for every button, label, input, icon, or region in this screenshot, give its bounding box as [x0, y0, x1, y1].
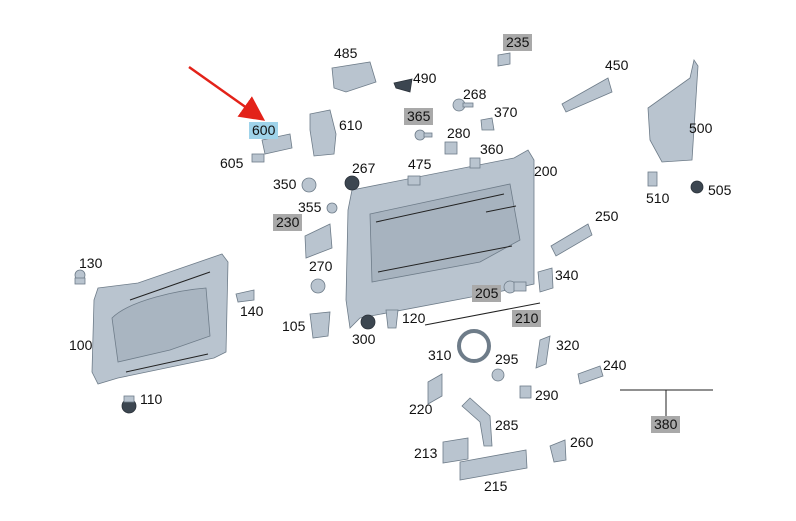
part-268-screw[interactable]	[452, 98, 474, 112]
label-485: 485	[334, 45, 358, 61]
part-280-clip[interactable]	[444, 141, 458, 155]
label-268: 268	[463, 86, 487, 102]
label-300: 300	[352, 331, 376, 347]
label-105: 105	[282, 318, 306, 334]
label-320: 320	[556, 337, 580, 353]
label-140: 140	[240, 303, 264, 319]
part-110-clip[interactable]	[121, 395, 137, 414]
label-230: 230	[273, 214, 303, 231]
label-600-highlighted[interactable]: 600	[249, 122, 279, 139]
part-295-screw[interactable]	[491, 368, 505, 382]
label-290: 290	[535, 387, 559, 403]
red-arrow-icon	[188, 65, 266, 121]
part-290-clip[interactable]	[519, 385, 532, 399]
part-213-plate[interactable]	[442, 437, 469, 464]
label-220: 220	[409, 401, 433, 417]
label-310: 310	[428, 347, 452, 363]
label-610: 610	[339, 117, 363, 133]
part-235-clip[interactable]	[497, 52, 511, 67]
part-350-bushing[interactable]	[301, 177, 317, 193]
part-485-housing[interactable]	[331, 61, 377, 93]
part-320-strip[interactable]	[535, 335, 551, 369]
part-365-screw[interactable]	[414, 129, 433, 141]
label-380: 380	[651, 416, 681, 433]
part-340-cover[interactable]	[537, 267, 554, 293]
part-490-pad[interactable]	[393, 78, 413, 93]
label-120: 120	[402, 310, 426, 326]
part-285-bracket[interactable]	[461, 397, 493, 447]
part-270-grommet[interactable]	[310, 278, 326, 294]
part-130-clip[interactable]	[74, 269, 86, 285]
label-210: 210	[512, 310, 542, 327]
label-100: 100	[69, 337, 93, 353]
part-250-vent[interactable]	[550, 223, 593, 257]
label-370: 370	[494, 104, 518, 120]
label-450: 450	[605, 57, 629, 73]
label-355: 355	[298, 199, 322, 215]
label-490: 490	[413, 70, 437, 86]
label-340: 340	[555, 267, 579, 283]
part-200-side-panel[interactable]	[345, 149, 535, 329]
part-505-screw[interactable]	[690, 180, 704, 194]
label-285: 285	[495, 417, 519, 433]
part-210-seal-line	[424, 302, 541, 326]
part-510-clip[interactable]	[647, 171, 658, 187]
label-475: 475	[408, 156, 432, 172]
label-270: 270	[309, 258, 333, 274]
label-360: 360	[480, 141, 504, 157]
part-205-fastener[interactable]	[503, 280, 527, 294]
part-310-ring[interactable]	[457, 329, 491, 363]
label-505: 505	[708, 182, 732, 198]
part-260-bracket[interactable]	[549, 439, 567, 463]
label-200: 200	[534, 163, 558, 179]
label-240: 240	[603, 357, 627, 373]
label-250: 250	[595, 208, 619, 224]
part-267-fastener[interactable]	[344, 175, 360, 191]
part-220-grille[interactable]	[427, 373, 443, 405]
label-215: 215	[484, 478, 508, 494]
part-215-cover[interactable]	[459, 449, 528, 481]
label-350: 350	[273, 176, 297, 192]
label-605: 605	[220, 155, 244, 171]
label-110: 110	[140, 391, 163, 407]
part-355-clip[interactable]	[326, 202, 338, 214]
part-475-clip[interactable]	[407, 175, 421, 186]
label-130: 130	[79, 255, 103, 271]
part-300-fastener[interactable]	[360, 314, 376, 330]
part-600-panel[interactable]	[261, 133, 293, 155]
label-295: 295	[495, 351, 519, 367]
part-370-bracket[interactable]	[480, 117, 495, 131]
part-500-bracket[interactable]	[647, 58, 699, 163]
part-105-cup[interactable]	[309, 311, 331, 339]
part-450-trim[interactable]	[561, 77, 613, 113]
part-605-bracket[interactable]	[251, 153, 265, 163]
label-260: 260	[570, 434, 594, 450]
part-140-bracket[interactable]	[235, 289, 255, 303]
label-267: 267	[352, 160, 376, 176]
label-365: 365	[404, 108, 434, 125]
part-230-cover[interactable]	[304, 223, 333, 259]
part-120-socket[interactable]	[385, 309, 399, 329]
label-280: 280	[447, 125, 471, 141]
part-360-clip[interactable]	[469, 157, 481, 169]
part-100-left-trim-panel[interactable]	[91, 253, 229, 385]
part-610-holder[interactable]	[309, 109, 337, 157]
label-510: 510	[646, 190, 670, 206]
label-213: 213	[414, 445, 438, 461]
part-240-vent[interactable]	[577, 365, 604, 385]
label-205: 205	[472, 285, 502, 302]
label-235: 235	[503, 34, 533, 51]
label-500: 500	[689, 120, 713, 136]
